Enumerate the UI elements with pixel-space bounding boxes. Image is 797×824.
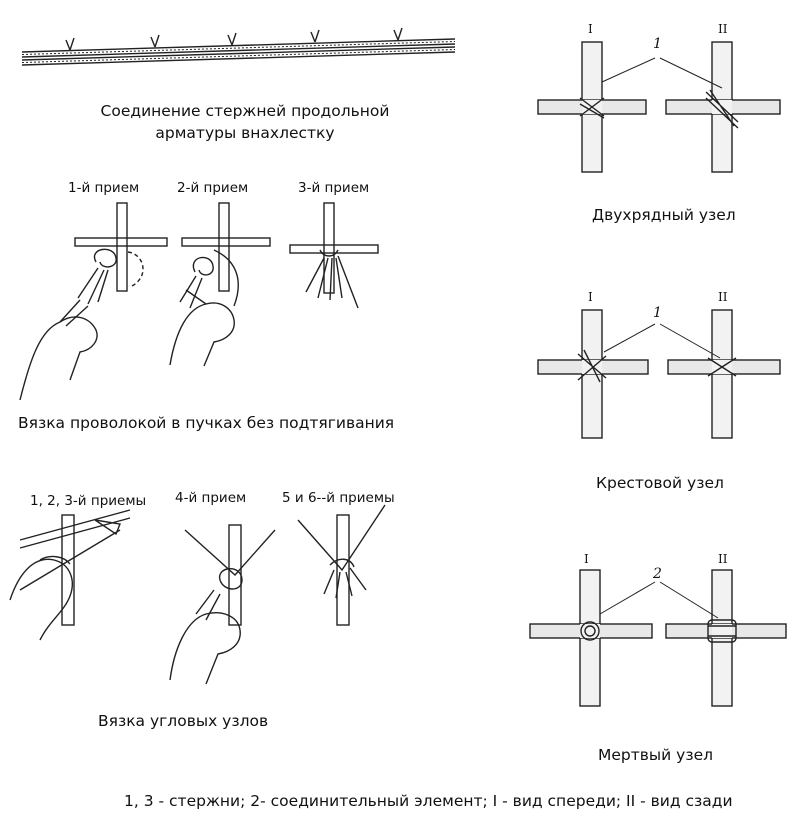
corner-step-2-label: 4-й прием — [175, 490, 247, 506]
cross-view-front-label: I — [588, 290, 593, 304]
double-row-callout-number: 1 — [653, 36, 662, 52]
bundle-step-2-label: 2-й прием — [177, 180, 249, 196]
bundle-tying-caption: Вязка проволокой в пучках без подтягиван… — [18, 414, 395, 432]
cross-knot-caption: Крестовой узел — [596, 474, 724, 492]
dead-view-front-label: I — [584, 552, 589, 566]
bundle-step-3-label: 3-й прием — [298, 180, 370, 196]
double-row-view-back-label: II — [718, 22, 728, 36]
corner-step-1-label: 1, 2, 3-й приемы — [30, 493, 147, 509]
cross-callout-number: 1 — [653, 305, 662, 321]
lap-joint-caption: Соединение стержней продольной арматуры … — [100, 102, 390, 143]
double-row-knot-caption: Двухрядный узел — [592, 206, 736, 224]
legend-text: 1, 3 - стержни; 2- соединительный элемен… — [124, 792, 733, 810]
corner-tying-caption: Вязка угловых узлов — [98, 712, 269, 730]
bundle-step-1-label: 1-й прием — [68, 180, 140, 196]
cross-view-back-label: II — [718, 290, 728, 304]
corner-step-3-label: 5 и 6--й приемы — [282, 490, 395, 506]
dead-callout-number: 2 — [653, 566, 662, 582]
dead-view-back-label: II — [718, 552, 728, 566]
dead-knot-caption: Мертвый узел — [598, 746, 714, 764]
double-row-view-front-label: I — [588, 22, 593, 36]
